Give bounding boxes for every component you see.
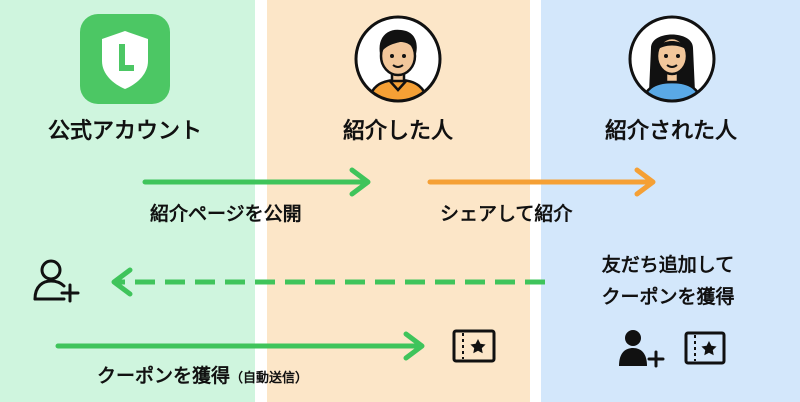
add-user-icon	[33, 259, 80, 303]
share-label: シェアして紹介	[440, 203, 573, 225]
official-account-heading: 公式アカウント	[47, 119, 203, 144]
add-user-filled-icon	[619, 330, 665, 368]
add-friend-label-line1: 友だち追加して	[601, 254, 735, 276]
add-friend-label-line2: クーポンを獲得	[601, 286, 735, 308]
column-divider	[255, 0, 267, 402]
add-friend-arrow	[111, 267, 545, 297]
get-coupon-text: クーポンを獲得	[97, 365, 231, 387]
auto-send-note: （自動送信）	[230, 371, 309, 386]
share-arrow	[427, 167, 656, 197]
coupon-ticket-icon	[452, 329, 496, 363]
column-divider	[530, 0, 541, 402]
publish-page-label: 紹介ページを公開	[150, 203, 302, 225]
line-official-account-icon	[80, 14, 170, 104]
get-coupon-arrow	[55, 331, 425, 361]
woman-avatar-icon	[627, 14, 717, 104]
man-avatar-icon	[353, 14, 443, 104]
get-coupon-label: クーポンを獲得（自動送信）	[97, 367, 308, 386]
coupon-ticket-icon	[684, 331, 726, 365]
referrer-heading: 紹介した人	[342, 119, 454, 144]
publish-page-arrow	[142, 167, 371, 197]
referred-heading: 紹介された人	[604, 119, 738, 144]
